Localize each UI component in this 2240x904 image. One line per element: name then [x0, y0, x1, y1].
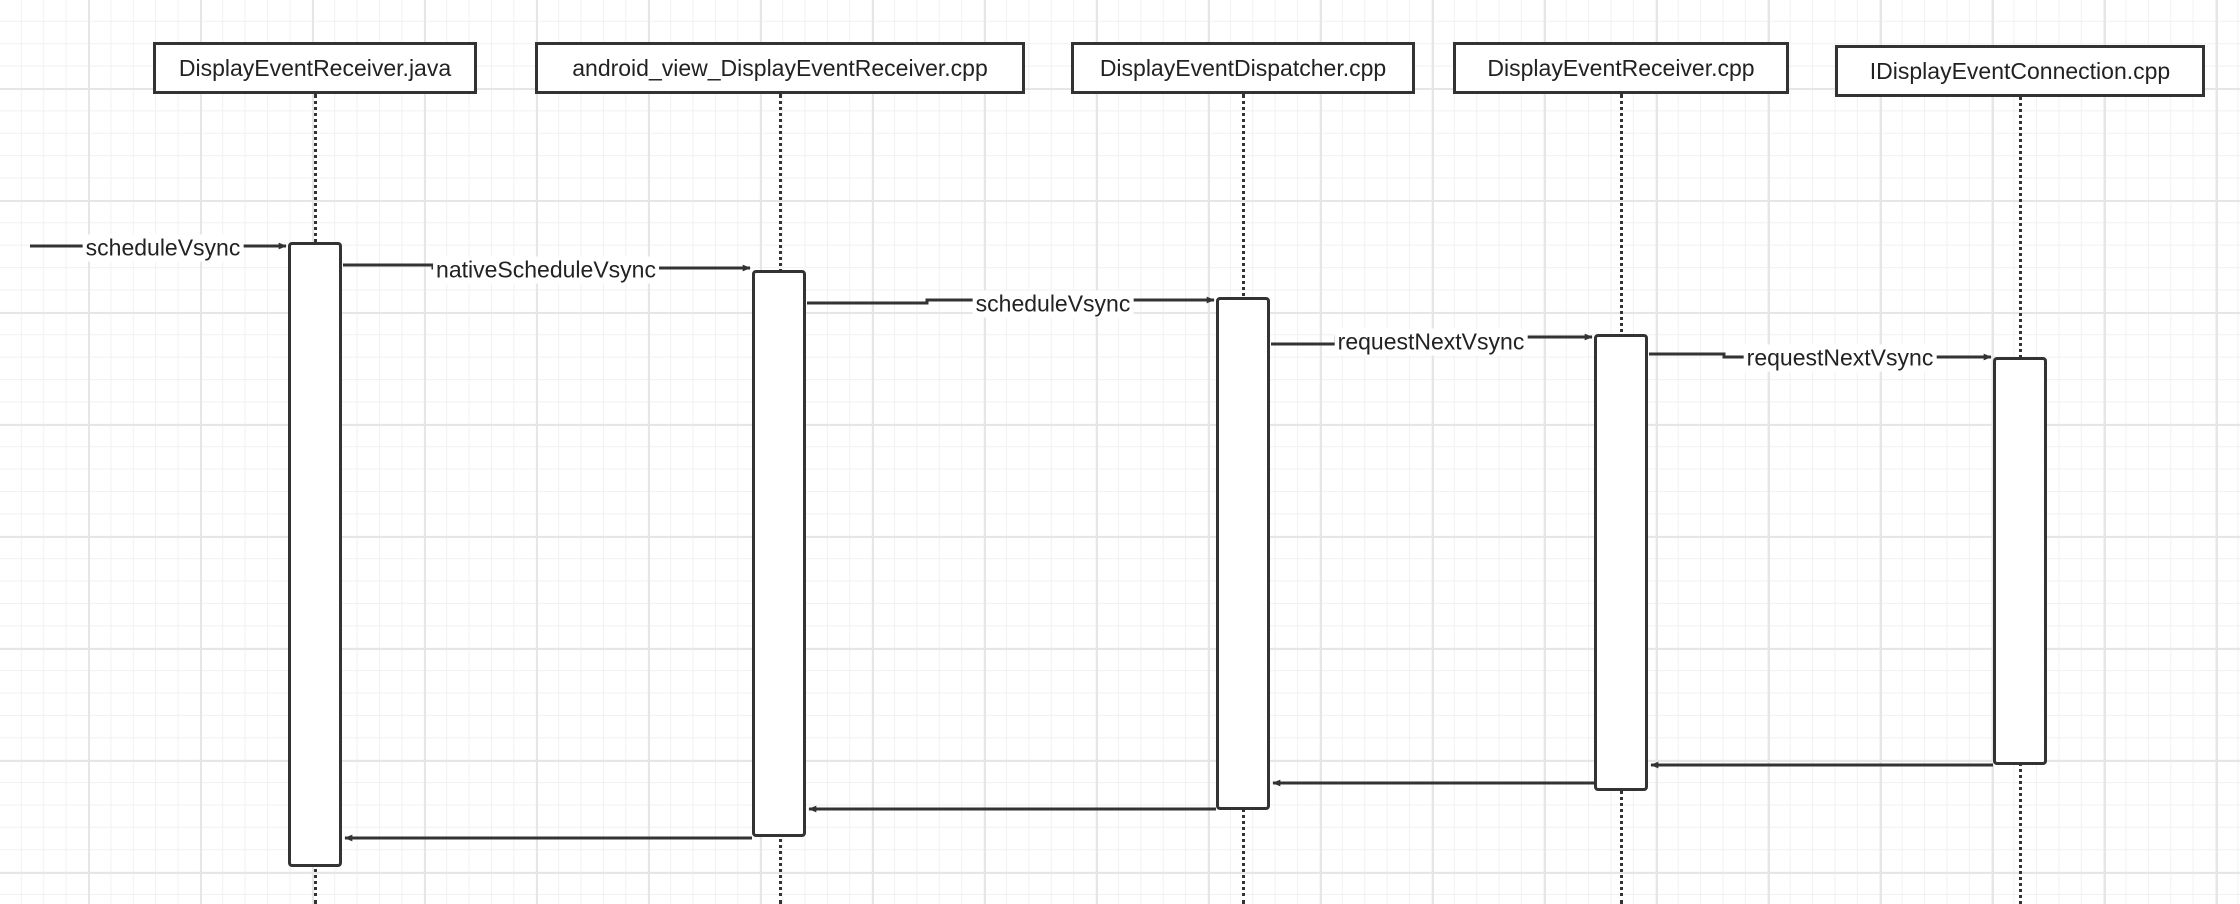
- message-label-requestnextvsync-1: requestNextVsync: [1334, 328, 1528, 356]
- message-label-requestnextvsync-2: requestNextVsync: [1743, 344, 1937, 372]
- participant-android-view-displayeventreceiver-cpp: android_view_DisplayEventReceiver.cpp: [535, 42, 1025, 94]
- participant-label: DisplayEventReceiver.java: [178, 54, 452, 81]
- message-label-nativeschedulevsync: nativeScheduleVsync: [433, 256, 659, 284]
- participant-label: IDisplayEventConnection.cpp: [1869, 57, 2171, 84]
- activation-bar-displayeventdispatcher-cpp: [1216, 297, 1270, 810]
- message-label-schedulevsync: scheduleVsync: [82, 234, 244, 262]
- participant-label: DisplayEventDispatcher.cpp: [1099, 54, 1387, 81]
- participant-displayeventdispatcher-cpp: DisplayEventDispatcher.cpp: [1071, 42, 1415, 94]
- participant-displayeventreceiver-java: DisplayEventReceiver.java: [153, 42, 477, 94]
- activation-bar-displayeventreceiver-java: [288, 242, 342, 867]
- message-label-schedulevsync-dispatcher: scheduleVsync: [972, 290, 1134, 318]
- participant-idisplayeventconnection-cpp: IDisplayEventConnection.cpp: [1835, 45, 2205, 97]
- activation-bar-android-view-displayeventreceiver-cpp: [752, 270, 806, 837]
- activation-bar-idisplayeventconnection-cpp: [1993, 357, 2047, 765]
- participant-displayeventreceiver-cpp: DisplayEventReceiver.cpp: [1453, 42, 1789, 94]
- participant-label: android_view_DisplayEventReceiver.cpp: [572, 54, 988, 81]
- activation-bar-displayeventreceiver-cpp: [1594, 334, 1648, 791]
- participant-label: DisplayEventReceiver.cpp: [1487, 54, 1755, 81]
